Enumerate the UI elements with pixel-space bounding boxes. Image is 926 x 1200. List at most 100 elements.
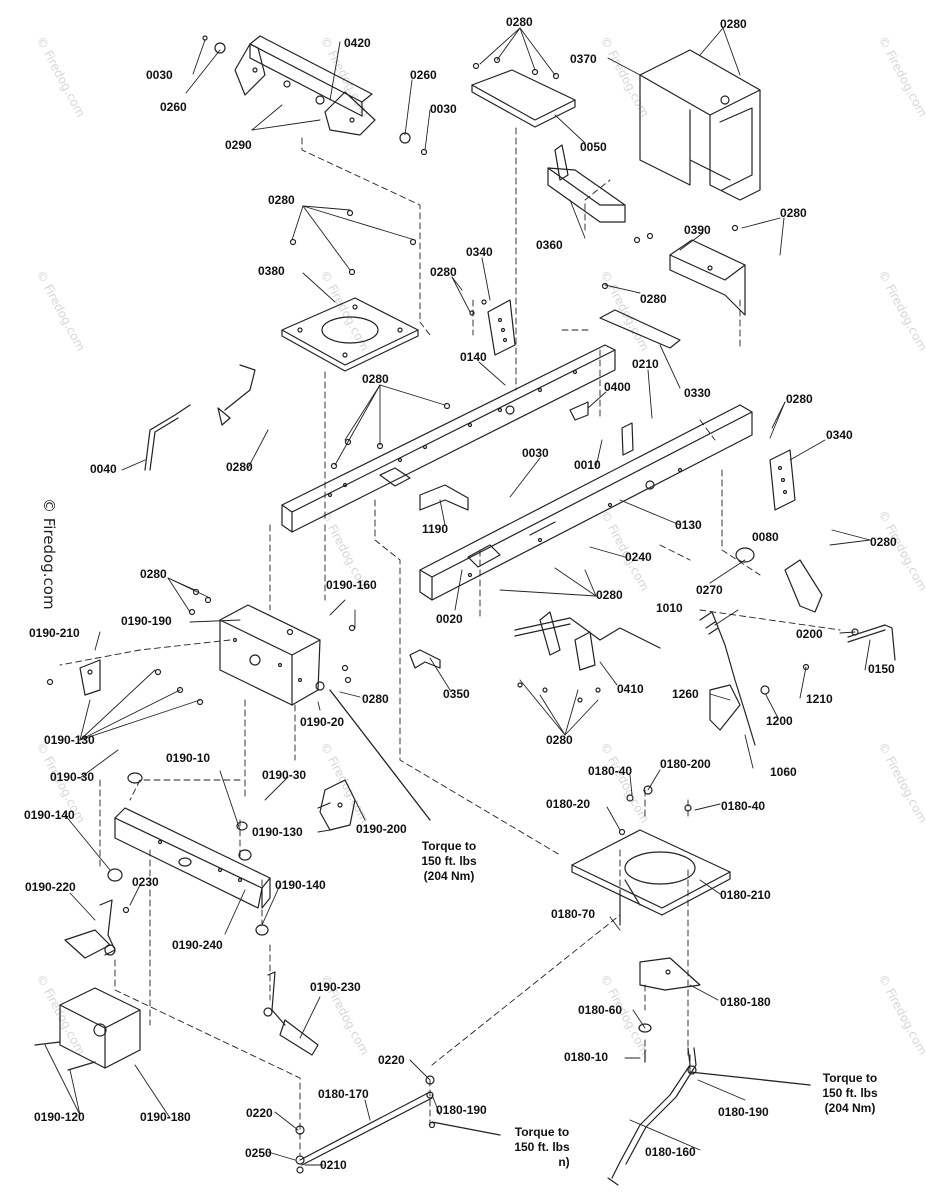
callout-0370: 0370 (570, 52, 597, 66)
callout-0180-170: 0180-170 (318, 1087, 369, 1101)
callout-0180-40: 0180-40 (721, 799, 766, 813)
part-0380 (281, 209, 419, 372)
part-0190-180 (34, 987, 141, 1071)
callout-0280: 0280 (268, 193, 295, 207)
callout-0180-180: 0180-180 (720, 995, 771, 1009)
callout-0280: 0280 (140, 567, 167, 581)
callout-0140: 0140 (460, 350, 487, 364)
part-0190-200 (317, 779, 356, 831)
callout-0030: 0030 (146, 68, 173, 82)
part-0190-220 (64, 899, 130, 959)
callout-0190-210: 0190-210 (29, 626, 80, 640)
leader-lines (44, 27, 871, 1166)
callout-0190-20: 0190-20 (300, 715, 345, 729)
callout-0280: 0280 (786, 392, 813, 406)
callout-0220: 0220 (378, 1053, 405, 1067)
part-0050 (471, 56, 576, 128)
callout-0340: 0340 (466, 245, 493, 259)
callout-0290: 0290 (225, 138, 252, 152)
callout-0280: 0280 (780, 206, 807, 220)
part-0410 (514, 611, 661, 703)
callout-0350: 0350 (443, 687, 470, 701)
part-0140-frame-rail (281, 344, 616, 533)
part-0180-160 (607, 1047, 697, 1186)
callout-0280: 0280 (720, 17, 747, 31)
callout-0280: 0280 (870, 535, 897, 549)
callout-0190-120: 0190-120 (34, 1110, 85, 1124)
part-0330 (599, 309, 681, 349)
callout-0190-160: 0190-160 (326, 578, 377, 592)
callout-0030: 0030 (430, 102, 457, 116)
part-0180-180 (639, 957, 701, 991)
callout-0240: 0240 (625, 550, 652, 564)
callout-0150: 0150 (868, 662, 895, 676)
part-0180-170 (295, 1075, 436, 1174)
callout-0190-30: 0190-30 (50, 770, 95, 784)
callout-0260: 0260 (410, 68, 437, 82)
callout-0280: 0280 (546, 733, 573, 747)
torque-note: Torque to 150 ft. lbs (204 Nm) (421, 839, 477, 883)
callout-0280: 0280 (226, 460, 253, 474)
part-0080 (784, 559, 823, 613)
part-1010 (699, 611, 810, 746)
callout-1190: 1190 (422, 522, 449, 536)
callout-0080: 0080 (752, 530, 779, 544)
part-0400 (569, 401, 634, 456)
callout-0190-140: 0190-140 (24, 808, 75, 822)
callout-0280: 0280 (506, 15, 533, 29)
part-0390 (601, 224, 746, 316)
callout-0190-200: 0190-200 (356, 822, 407, 836)
callout-0200: 0200 (796, 627, 823, 641)
callout-0190-130: 0190-130 (44, 733, 95, 747)
callout-0330: 0330 (684, 386, 711, 400)
callout-0360: 0360 (536, 238, 563, 252)
part-0180-60 (638, 1023, 652, 1063)
callout-0180-10: 0180-10 (564, 1050, 609, 1064)
callout-0180-160: 0180-160 (645, 1145, 696, 1159)
callout-0180-210: 0180-210 (720, 888, 771, 902)
part-0040 (144, 364, 256, 471)
callout-1260: 1260 (672, 687, 699, 701)
part-0190-190 (188, 588, 356, 706)
part-0360 (547, 144, 626, 223)
callout-0190-130: 0190-130 (252, 825, 303, 839)
callout-0180-190: 0180-190 (718, 1105, 769, 1119)
callout-0380: 0380 (258, 264, 285, 278)
callout-0410: 0410 (617, 682, 644, 696)
callout-1010: 1010 (656, 601, 683, 615)
callout-0130: 0130 (675, 518, 702, 532)
callout-0250: 0250 (245, 1146, 272, 1160)
part-0190-240 (107, 772, 271, 936)
callout-0040: 0040 (90, 462, 117, 476)
callout-0180-70: 0180-70 (551, 907, 596, 921)
callout-0280: 0280 (362, 372, 389, 386)
callout-1060: 1060 (770, 765, 797, 779)
torque-note: Torque to 150 ft. lbs (204 Nm) (822, 1071, 878, 1115)
callout-1200: 1200 (766, 714, 793, 728)
callout-0180-40: 0180-40 (588, 764, 633, 778)
callout-0230: 0230 (132, 875, 159, 889)
callout-0180-190: 0180-190 (436, 1103, 487, 1117)
callout-0190-10: 0190-10 (166, 751, 211, 765)
callout-0190-180: 0190-180 (140, 1110, 191, 1124)
callout-0190-190: 0190-190 (121, 614, 172, 628)
callout-0010: 0010 (574, 458, 601, 472)
callout-0420: 0420 (344, 36, 371, 50)
part-0340-upper (469, 299, 516, 356)
part-0350 (409, 649, 441, 669)
callout-0340: 0340 (826, 428, 853, 442)
callout-0020: 0020 (436, 612, 463, 626)
callout-0190-140: 0190-140 (275, 878, 326, 892)
callout-0220: 0220 (246, 1106, 273, 1120)
torque-pointers (329, 689, 811, 1136)
callout-0050: 0050 (580, 140, 607, 154)
part-0340-lower (769, 449, 796, 511)
callout-0210: 0210 (320, 1158, 347, 1172)
callout-0180-200: 0180-200 (660, 757, 711, 771)
callout-0390: 0390 (684, 223, 711, 237)
callout-0190-230: 0190-230 (310, 980, 361, 994)
part-0190-210 (46, 659, 204, 706)
callout-0210: 0210 (632, 357, 659, 371)
